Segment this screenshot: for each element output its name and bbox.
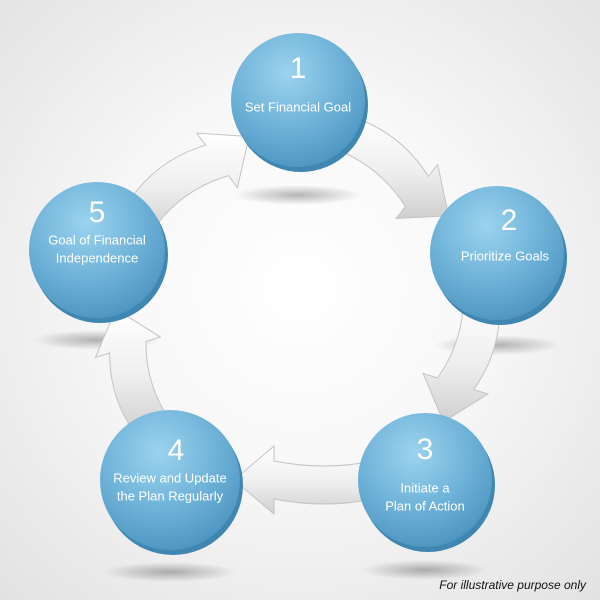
step-3-circle bbox=[358, 413, 492, 547]
step-3-label-line-1: Initiate a bbox=[400, 480, 450, 495]
step-1-circle bbox=[231, 33, 365, 167]
footnote: For illustrative purpose only bbox=[439, 578, 586, 592]
step-5-number: 5 bbox=[89, 196, 106, 229]
arrow-3-to-4 bbox=[233, 444, 375, 516]
arrow-1-to-2 bbox=[326, 115, 450, 219]
step-1-number: 1 bbox=[290, 52, 307, 85]
step-5-label-line-1: Goal of Financial bbox=[48, 232, 146, 247]
step-2-circle bbox=[430, 186, 564, 320]
step-5-label-line-2: Independence bbox=[56, 250, 138, 265]
step-4-label-line-1: Review and Update bbox=[113, 470, 226, 485]
step-1-shadow bbox=[234, 185, 362, 205]
arrow-5-to-1 bbox=[126, 132, 250, 236]
step-4-number: 4 bbox=[168, 434, 185, 467]
step-3-number: 3 bbox=[417, 433, 434, 466]
step-3-label-line-2: Plan of Action bbox=[385, 498, 465, 513]
step-4-label-line-2: the Plan Regularly bbox=[117, 488, 224, 503]
arrow-2-to-3 bbox=[422, 295, 501, 423]
step-3-shadow bbox=[361, 560, 489, 580]
step-5-circle bbox=[29, 182, 165, 318]
step-2-number: 2 bbox=[501, 204, 518, 237]
step-1-label-line-1: Set Financial Goal bbox=[245, 99, 351, 114]
step-4-circle bbox=[100, 410, 240, 550]
arrows-layer bbox=[94, 115, 501, 516]
step-4-shadow bbox=[103, 562, 237, 582]
step-2-label-line-1: Prioritize Goals bbox=[461, 248, 550, 263]
arrow-4-to-5 bbox=[94, 308, 173, 435]
